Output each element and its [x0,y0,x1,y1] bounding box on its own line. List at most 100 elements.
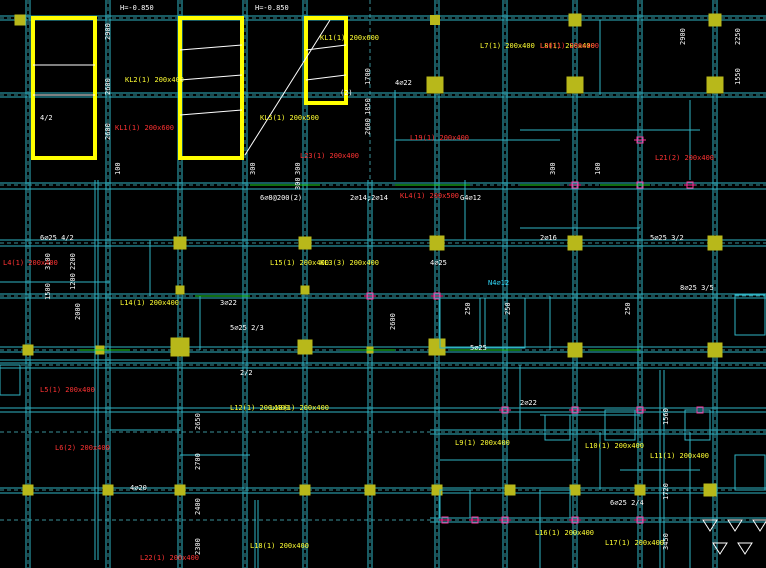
beam-annotation: L10(1) 200x400 [585,442,644,450]
opening [484,297,526,349]
dimension-label: 2300 [194,538,202,555]
opening [439,297,481,349]
column [428,338,446,356]
dimension-label: 2400 [194,498,202,515]
dimension-label: 2600 [389,313,397,330]
dimension-label: 2600 [104,78,112,95]
dimension-label: 300 [294,177,302,190]
dimension-label: 3450 [662,533,670,550]
hatch-triangle [727,519,743,532]
opening [684,409,711,441]
beam-annotation-red: L21(2) 200x400 [655,154,714,162]
beam-annotation-red: L23(1) 200x400 [300,152,359,160]
column [707,235,723,251]
column [426,76,444,94]
small-label: 2/2 [240,369,253,377]
column [22,484,34,496]
dimension-label: 300 [294,162,302,175]
column [504,484,516,496]
stair-step [305,74,347,81]
dimension-label: 2600 [104,123,112,140]
opening-frame [304,16,348,105]
beam-annotation: L9(1) 200x400 [455,439,510,447]
rebar-label: G4⌀12 [460,194,481,202]
beam-annotation-red: L6(2) 200x400 [55,444,110,452]
dimension-label: 1700 [364,68,372,85]
stair-step [305,44,347,51]
column [298,236,312,250]
column [567,235,583,251]
column [102,484,114,496]
column [170,337,190,357]
beam-annotation-red: L19(1) 200x400 [410,134,469,142]
stair-step [179,44,243,51]
beam-annotation-red: KL1(1) 200x600 [115,124,174,132]
dimension-label: 300 [549,162,557,175]
stair-frame [178,16,244,160]
dimension-label: 100 [114,162,122,175]
hatch-triangle [737,542,753,555]
hatch-triangle [752,519,766,532]
hatch-triangle [712,542,728,555]
dimension-label: 100 [594,162,602,175]
small-label: (2) [340,89,353,97]
rebar-label: 6⌀8@200(2) [260,194,302,202]
beam-annotation: L13(1) 200x400 [270,404,329,412]
column [14,14,26,26]
rebar-label: 4⌀20 [130,484,147,492]
diagonal-line [244,19,331,156]
beam-annotation: KL5(1) 200x500 [260,114,319,122]
beam-annotation-red: L22(1) 200x400 [140,554,199,562]
column [569,484,581,496]
dimension-label: 2600 [364,118,372,135]
column [22,344,34,356]
dimension-label: 2700 [194,453,202,470]
opening [544,414,571,441]
column [707,342,723,358]
rebar-label: 3⌀22 [220,299,237,307]
beam-annotation-red: L4(1) 200x400 [3,259,58,267]
column [299,484,311,496]
rebar-label: 5⌀25 [470,344,487,352]
dimension-label: 2250 [734,28,742,45]
column [566,76,584,94]
column [364,484,376,496]
dimension-label: 1850 [364,98,372,115]
dimension-label: 250 [464,302,472,315]
column [175,285,185,295]
column [568,13,582,27]
beam-annotation-red: L5(1) 200x400 [40,386,95,394]
column [429,235,445,251]
beam-annotation: L16(1) 200x400 [535,529,594,537]
dimension-label: 2900 [104,23,112,40]
dimension-label: 1720 [662,483,670,500]
rebar-label: 6⌀25 4/2 [40,234,74,242]
column [703,483,717,497]
beam-annotation: L14(1) 200x400 [120,299,179,307]
rebar-label: 2⌀22 [520,399,537,407]
opening [734,454,766,491]
rebar-label: 4⌀25 [430,259,447,267]
opening [539,489,571,519]
beam-annotation-red: KL4(1) 200x500 [400,192,459,200]
small-label: N4⌀12 [488,279,509,287]
dimension-label: 250 [624,302,632,315]
rebar-label: 8⌀25 3/5 [680,284,714,292]
rebar-label: 6⌀25 2/4 [610,499,644,507]
opening [439,489,471,519]
column [300,285,310,295]
dimension-label: 1500 [44,283,52,300]
dimension-label: 2200 [69,253,77,270]
rebar-label: 2⌀16 [540,234,557,242]
stair-step [179,109,243,116]
rebar-label: 4⌀22 [395,79,412,87]
dimension-label: 2000 [74,303,82,320]
beam-annotation: KL1(1) 200x600 [320,34,379,42]
beam-annotation: L18(1) 200x400 [250,542,309,550]
beam-annotation: L8(1) 200x400 [540,42,595,50]
column [173,236,187,250]
beam-annotation: L17(1) 200x400 [605,539,664,547]
beam-annotation: L12(1) 200x400 [230,404,289,412]
